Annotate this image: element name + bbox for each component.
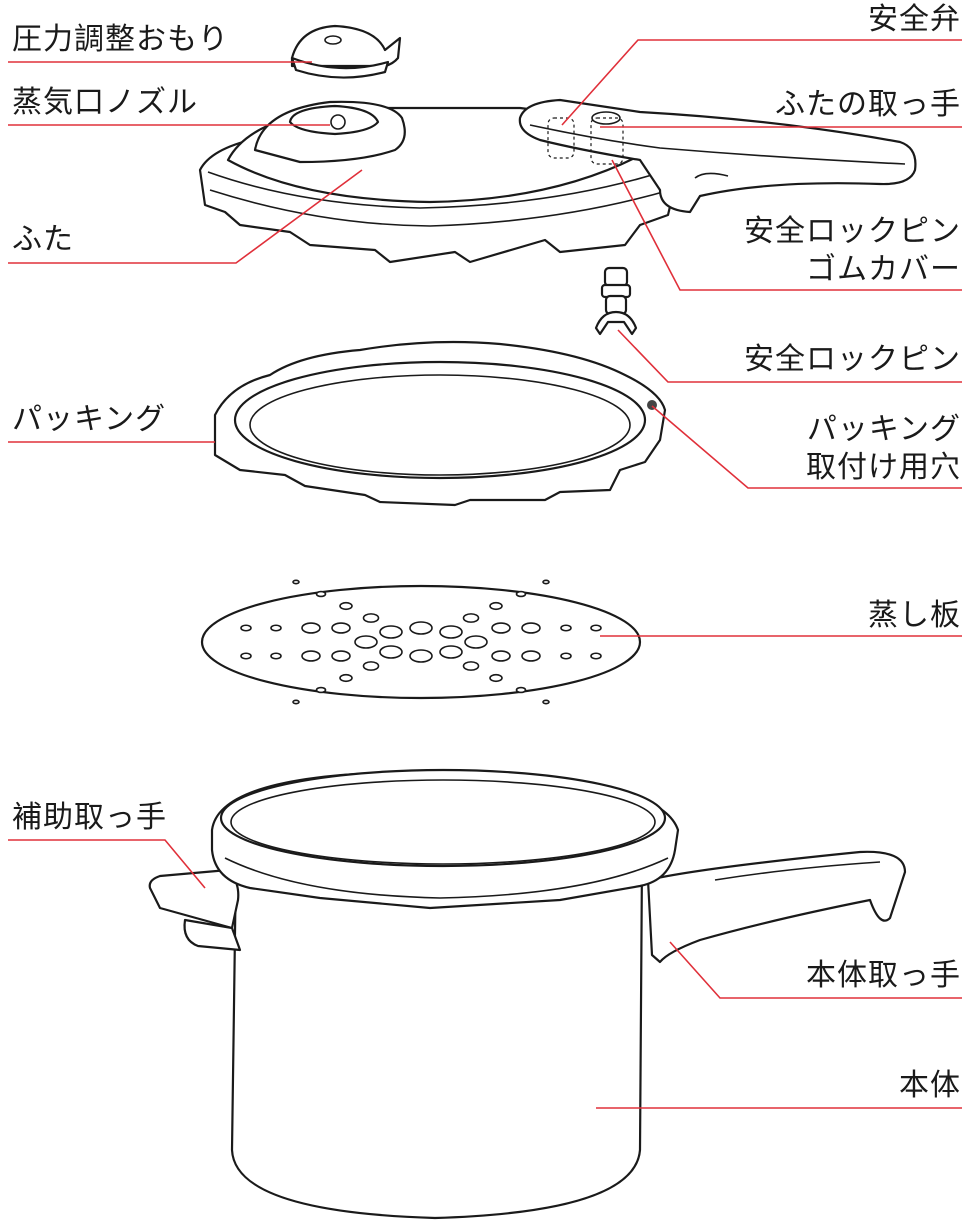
steamer-hole <box>315 686 327 694</box>
steamer-hole <box>339 673 353 683</box>
label-lid-handle: ふたの取っ手 <box>775 87 961 122</box>
label-body-handle: 本体取っ手 <box>806 958 961 993</box>
label-body: 本体 <box>899 1068 961 1103</box>
label-pressure-weight: 圧力調整おもり <box>12 22 229 57</box>
pressure-weight-drawing <box>290 24 402 79</box>
steamer-hole <box>560 652 572 660</box>
steamer-hole <box>439 625 463 639</box>
label-lock-pin: 安全ロックピン <box>744 342 961 377</box>
steamer-hole <box>240 624 252 632</box>
label-steam-nozzle: 蒸気口ノズル <box>12 85 198 120</box>
steamer-hole <box>515 686 527 694</box>
steamer-hole <box>590 624 602 632</box>
pot-drawing <box>148 768 907 1220</box>
steamer-hole <box>489 673 503 683</box>
steamer-hole <box>521 622 541 634</box>
steamer-hole <box>515 590 527 598</box>
steamer-hole <box>362 613 380 623</box>
safety-lock-pin-drawing <box>594 266 638 336</box>
steamer-hole <box>240 652 252 660</box>
steamer-hole <box>270 652 282 660</box>
steamer-hole <box>292 699 300 705</box>
label-steamer-plate: 蒸し板 <box>868 598 961 633</box>
steamer-hole <box>560 624 572 632</box>
steamer-hole <box>542 699 550 705</box>
steamer-hole <box>491 650 511 662</box>
steamer-hole <box>590 652 602 660</box>
steamer-hole <box>462 613 480 623</box>
steamer-hole <box>339 601 353 611</box>
label-gasket-hole-line1: パッキング <box>806 412 961 447</box>
steamer-hole <box>409 649 433 663</box>
steamer-plate-drawing <box>200 579 642 705</box>
steamer-hole <box>521 650 541 662</box>
steamer-hole <box>270 624 282 632</box>
steamer-hole <box>464 635 488 649</box>
steamer-hole <box>331 622 351 634</box>
steamer-hole <box>362 661 380 671</box>
steamer-hole <box>354 635 378 649</box>
steamer-hole <box>292 579 300 585</box>
label-gasket: パッキング <box>12 402 167 437</box>
label-lock-pin-cover-line1: 安全ロックピン <box>744 214 961 249</box>
label-lock-pin-cover-line2: ゴムカバー <box>806 252 961 287</box>
steamer-hole <box>331 650 351 662</box>
steamer-hole <box>489 601 503 611</box>
steamer-hole <box>379 625 403 639</box>
leader-lines <box>8 39 962 1109</box>
label-gasket-hole-line2: 取付け用穴 <box>806 450 961 485</box>
label-helper-handle: 補助取っ手 <box>12 800 167 835</box>
steamer-hole <box>315 590 327 598</box>
steamer-hole <box>409 621 433 635</box>
label-lid: ふた <box>12 222 74 257</box>
gasket-drawing <box>213 340 667 507</box>
steamer-hole <box>542 579 550 585</box>
label-safety-valve: 安全弁 <box>868 2 961 37</box>
steamer-hole <box>379 645 403 659</box>
steamer-hole <box>439 645 463 659</box>
steamer-hole <box>301 622 321 634</box>
steamer-hole <box>491 622 511 634</box>
steamer-hole <box>462 661 480 671</box>
lid-drawing <box>198 98 917 264</box>
steamer-hole <box>301 650 321 662</box>
